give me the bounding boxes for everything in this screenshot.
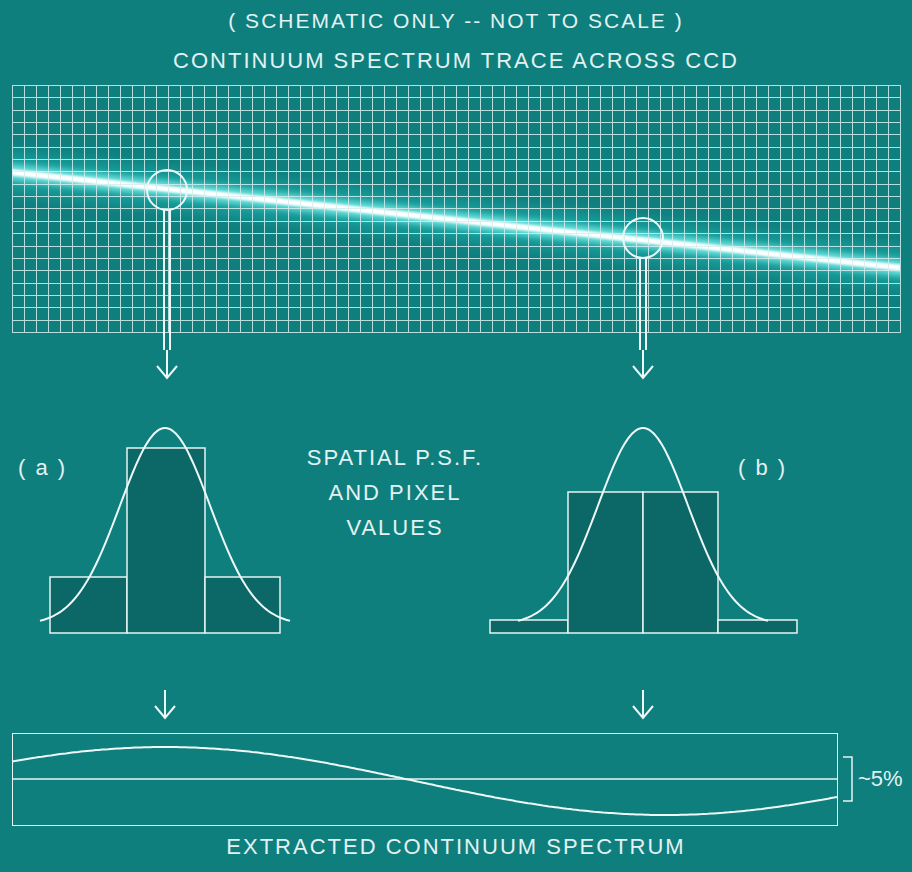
- ccd-grid: [12, 85, 901, 333]
- label-wrap: ( SCHEMATIC ONLY -- NOT TO SCALE ): [6, 8, 906, 33]
- panel-letter: ( b ): [738, 455, 787, 481]
- psf-curve: [40, 428, 290, 621]
- down-arrows: [155, 210, 653, 718]
- label-wrap: ~5%: [858, 766, 903, 792]
- label-wrap: ( a ): [18, 455, 67, 481]
- panel-heading: EXTRACTED CONTINUUM SPECTRUM: [226, 834, 685, 860]
- range-bracket: [843, 757, 852, 801]
- heading-wrap: CONTINUUM SPECTRUM TRACE ACROSS CCD: [0, 48, 912, 74]
- psf-curve: [518, 428, 768, 621]
- reference-line: [12, 778, 838, 780]
- spectrum-curve: [12, 747, 837, 815]
- sample-circle: [623, 218, 663, 258]
- panel-letter: ( a ): [18, 455, 67, 481]
- spectrum-box: [12, 733, 838, 826]
- caption-text: SPATIAL P.S.F. AND PIXEL VALUES: [295, 440, 495, 545]
- range-label: ~5%: [858, 766, 903, 792]
- sample-circle: [147, 170, 187, 210]
- label-wrap: ( b ): [738, 455, 787, 481]
- pixel-bars: [50, 448, 797, 633]
- heading-wrap: EXTRACTED CONTINUUM SPECTRUM: [0, 834, 912, 860]
- note-text: ( SCHEMATIC ONLY -- NOT TO SCALE ): [6, 8, 906, 33]
- panel-heading: CONTINUUM SPECTRUM TRACE ACROSS CCD: [173, 48, 739, 74]
- label-wrap: SPATIAL P.S.F. AND PIXEL VALUES: [295, 440, 495, 545]
- ccd-panel: [12, 85, 900, 332]
